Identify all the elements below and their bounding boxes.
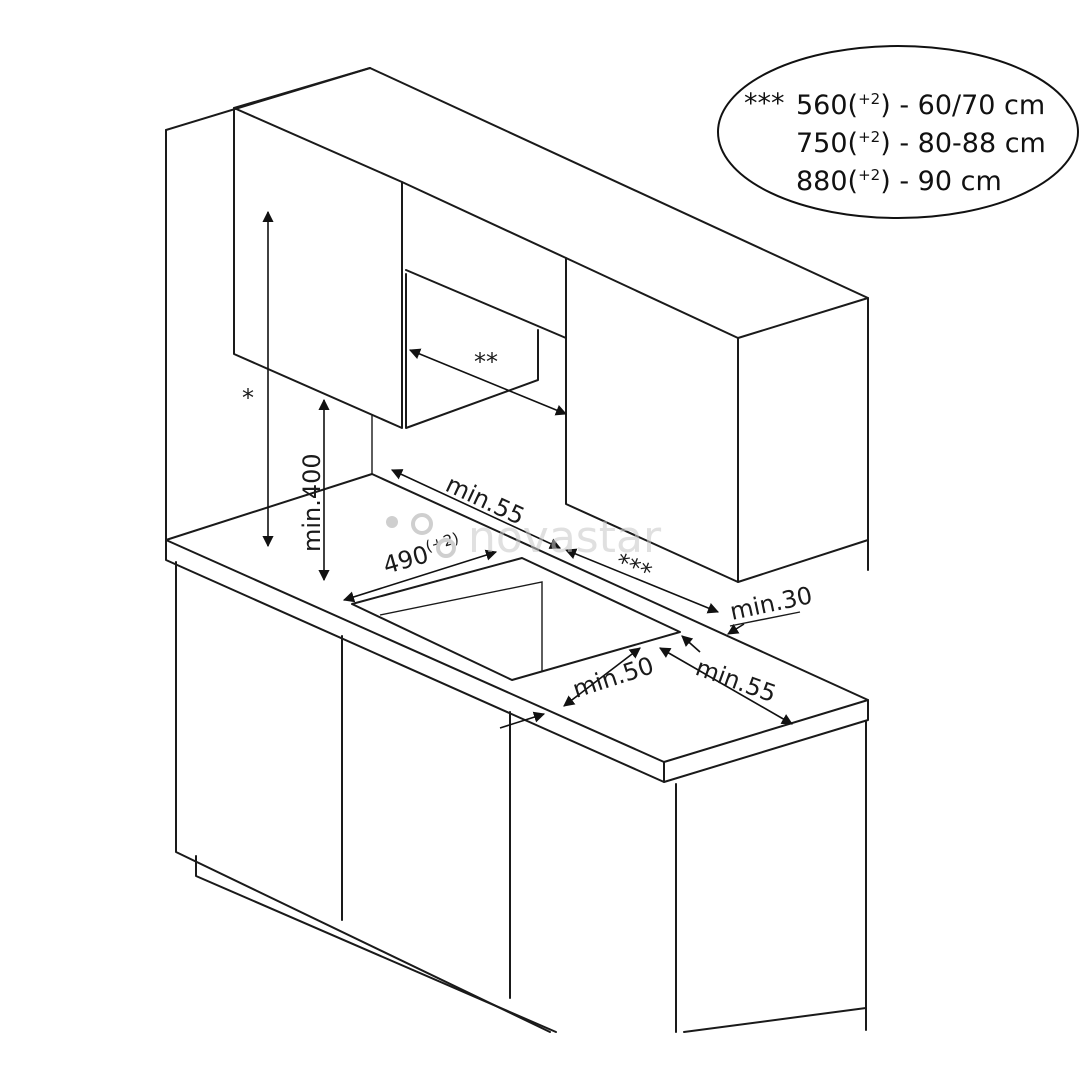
min30-label: min.30	[727, 581, 814, 626]
legend: *** 560(+2) - 60/70 cm 750(+2) - 80-88 c…	[717, 45, 1079, 219]
range-hood-cabinet	[401, 181, 567, 429]
legend-row-3: 880(+2) - 90 cm	[796, 166, 1002, 197]
legend-row-1: 560(+2) - 60/70 cm	[796, 90, 1045, 121]
dimension-lines	[262, 210, 793, 729]
countertop	[165, 473, 869, 783]
min55-side-label: min.55	[692, 653, 780, 708]
watermark-text: novastar	[468, 512, 662, 563]
double-star-label: **	[474, 348, 498, 376]
cutout-width-value: 490	[380, 540, 432, 580]
min400-label: min.400	[298, 453, 326, 552]
single-star-label: *	[242, 384, 254, 412]
upper-cabinet-left	[233, 107, 403, 474]
legend-row-2: 750(+2) - 80-88 cm	[796, 128, 1046, 159]
watermark: novastar	[386, 512, 662, 563]
base-cabinets	[175, 561, 867, 1033]
legend-stars: ***	[744, 88, 785, 119]
upper-cabinet-right	[233, 67, 869, 583]
